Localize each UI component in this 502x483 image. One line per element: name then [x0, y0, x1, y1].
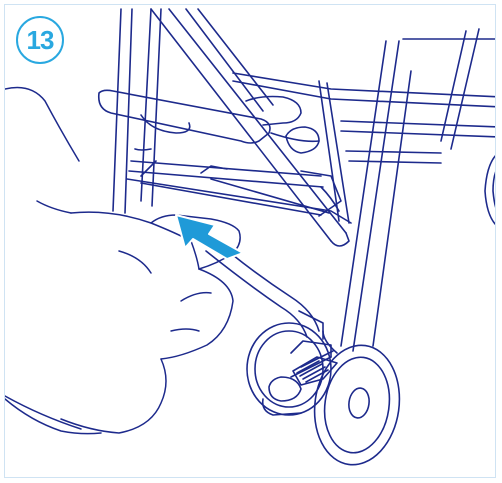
push-arrow-icon	[176, 215, 243, 259]
step-number: 13	[27, 25, 54, 56]
stroller-seat-release-icon	[5, 5, 496, 478]
instruction-illustration: 13	[4, 4, 496, 478]
hand-and-arm	[5, 88, 240, 434]
armrest-bar	[99, 90, 319, 153]
front-wheel	[307, 331, 407, 470]
step-number-badge: 13	[16, 16, 64, 64]
seat-platform	[127, 149, 351, 223]
right-wheel-partial	[485, 151, 496, 229]
stroller-frame	[113, 9, 496, 351]
